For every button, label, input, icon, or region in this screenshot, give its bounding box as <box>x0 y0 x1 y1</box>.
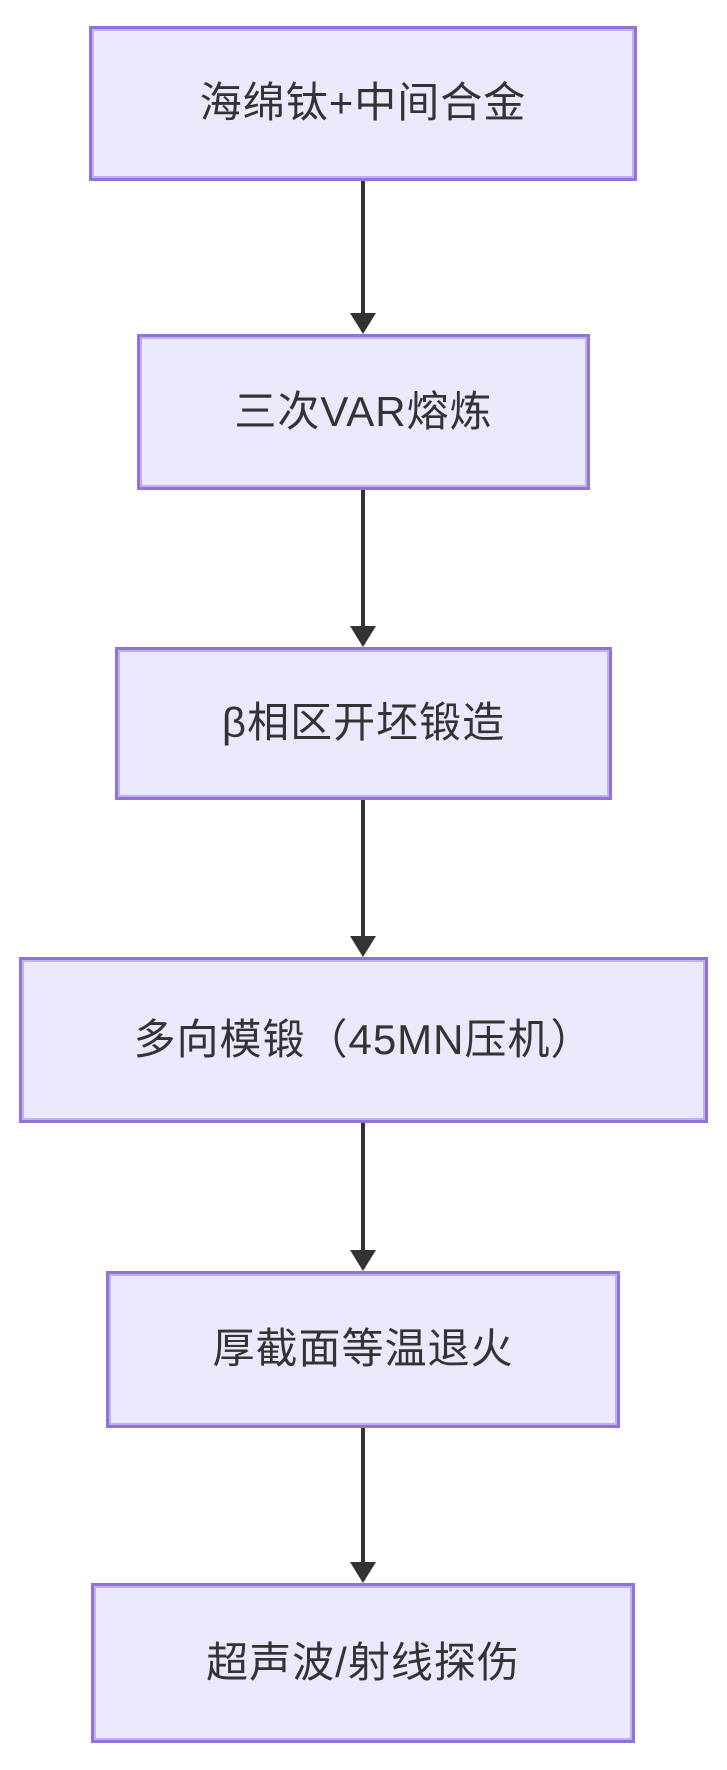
flow-node-die-forging: 多向模锻（45MN压机） <box>19 957 708 1123</box>
flow-arrow-1 <box>349 181 377 334</box>
flow-node-label: 厚截面等温退火 <box>212 1325 514 1373</box>
flow-arrow-4 <box>349 1123 377 1271</box>
arrow-stem <box>361 490 365 626</box>
flow-node-label: 超声波/射线探伤 <box>206 1638 520 1686</box>
flow-arrow-5 <box>349 1428 377 1583</box>
arrow-stem <box>361 1123 365 1250</box>
flow-node-label: 海绵钛+中间合金 <box>199 79 527 127</box>
flow-arrow-3 <box>349 800 377 957</box>
flow-node-isothermal-annealing: 厚截面等温退火 <box>106 1271 620 1428</box>
flow-node-label: 多向模锻（45MN压机） <box>133 1015 594 1063</box>
arrow-stem <box>361 181 365 313</box>
flow-arrow-2 <box>349 490 377 647</box>
arrow-down-icon <box>350 1250 376 1271</box>
flow-node-label: β相区开坯锻造 <box>221 699 506 747</box>
arrow-stem <box>361 800 365 936</box>
arrow-down-icon <box>350 1562 376 1583</box>
arrow-stem <box>361 1428 365 1562</box>
flow-node-raw-material: 海绵钛+中间合金 <box>89 26 637 181</box>
arrow-down-icon <box>350 626 376 647</box>
flow-node-beta-forging: β相区开坯锻造 <box>115 647 612 800</box>
flow-node-label: 三次VAR熔炼 <box>234 387 493 435</box>
arrow-down-icon <box>350 313 376 334</box>
flow-node-inspection: 超声波/射线探伤 <box>91 1583 635 1743</box>
arrow-down-icon <box>350 936 376 957</box>
flow-node-var-melting: 三次VAR熔炼 <box>137 334 590 490</box>
